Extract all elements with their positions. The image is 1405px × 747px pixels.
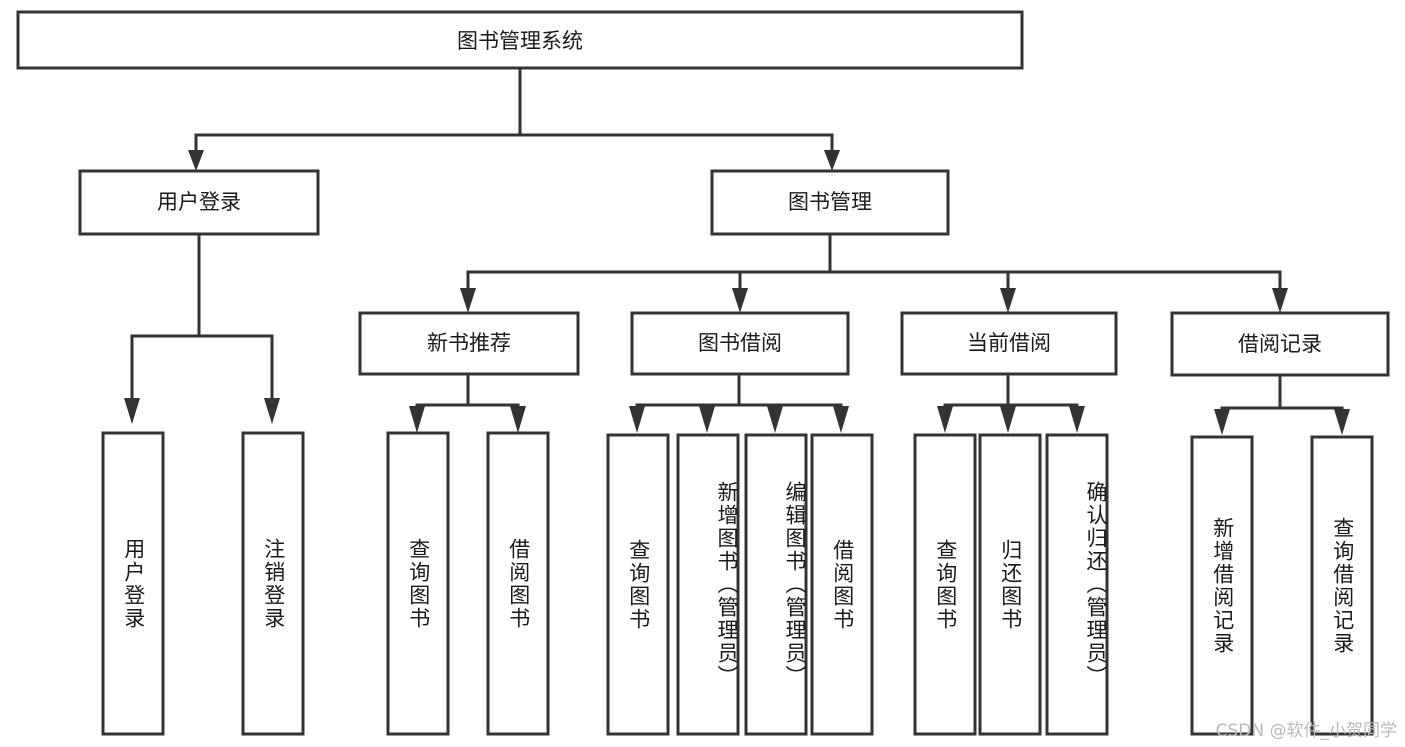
- node-new-book-recommend-label: 新书推荐: [427, 331, 511, 355]
- arrow-to-user-login: [188, 150, 204, 171]
- arrow-borrow-leaf-3: [767, 406, 783, 433]
- arrow-to-book-manage: [824, 150, 840, 171]
- leaf-boxes-group: [101, 431, 1374, 736]
- node-user-login-box[interactable]: [78, 169, 320, 236]
- arrow-to-leaf-logout: [264, 398, 280, 424]
- node-new-book-recommend-box[interactable]: [358, 311, 580, 376]
- leaf-box-query-borrow-record[interactable]: [1310, 435, 1374, 736]
- node-current-borrow-label: 当前借阅: [967, 331, 1051, 355]
- leaf-box-query-book-rec[interactable]: [386, 431, 450, 736]
- csdn-watermark: CSDN @软件_小贺同学: [1215, 721, 1397, 741]
- node-borrow-record[interactable]: 借阅记录: [1170, 311, 1390, 377]
- node-current-borrow[interactable]: 当前借阅: [900, 311, 1118, 376]
- arrow-record-leaf-1: [1214, 409, 1230, 435]
- arrow-borrow-leaf-1: [629, 406, 645, 433]
- arrow-record-leaf-2: [1334, 409, 1350, 435]
- root-node-label: 图书管理系统: [457, 29, 583, 53]
- arrow-current-leaf-2: [1000, 406, 1016, 433]
- edges-group: [124, 66, 1350, 435]
- node-user-login-label: 用户登录: [157, 190, 241, 214]
- node-borrow-record-label: 借阅记录: [1238, 332, 1322, 356]
- node-borrow-record-box[interactable]: [1170, 311, 1390, 377]
- leaf-box-query-book-borrow[interactable]: [606, 433, 670, 736]
- leaf-box-add-book-admin[interactable]: [676, 433, 740, 736]
- leaf-box-borrow-book-rec[interactable]: [486, 431, 550, 736]
- arrow-to-new-book-rec: [460, 288, 476, 313]
- leaf-box-user-login[interactable]: [101, 431, 165, 736]
- arrow-rec-leaf-1: [409, 406, 425, 433]
- arrow-to-borrow-record: [1272, 288, 1288, 313]
- root-node-box[interactable]: [16, 10, 1024, 70]
- arrow-borrow-leaf-2: [699, 406, 715, 433]
- node-book-management-label: 图书管理: [788, 190, 872, 214]
- node-new-book-recommend[interactable]: 新书推荐: [358, 311, 580, 376]
- root-node[interactable]: 图书管理系统: [16, 10, 1024, 70]
- arrow-to-leaf-user-login: [124, 398, 140, 424]
- arrow-borrow-leaf-4: [833, 406, 849, 433]
- leaf-box-edit-book-admin[interactable]: [744, 433, 808, 736]
- node-book-borrow-box[interactable]: [630, 311, 850, 376]
- leaf-box-borrow-book[interactable]: [810, 433, 874, 736]
- arrow-current-leaf-3: [1069, 406, 1085, 433]
- node-book-borrow[interactable]: 图书借阅: [630, 311, 850, 376]
- leaf-box-logout[interactable]: [241, 431, 305, 736]
- arrow-to-book-borrow: [732, 288, 748, 313]
- leaf-box-confirm-return-admin[interactable]: [1045, 433, 1109, 736]
- node-book-management-box[interactable]: [710, 169, 950, 236]
- node-book-borrow-label: 图书借阅: [698, 331, 782, 355]
- arrow-current-leaf-1: [937, 406, 953, 433]
- node-current-borrow-box[interactable]: [900, 311, 1118, 376]
- leaf-box-add-borrow-record[interactable]: [1190, 435, 1254, 736]
- node-user-login[interactable]: 用户登录: [78, 169, 320, 236]
- leaf-box-query-book-current[interactable]: [913, 433, 977, 736]
- arrow-rec-leaf-2: [510, 406, 526, 433]
- leaf-box-return-book[interactable]: [978, 433, 1042, 736]
- node-book-management[interactable]: 图书管理: [710, 169, 950, 236]
- arrow-to-current-borrow: [1000, 288, 1016, 313]
